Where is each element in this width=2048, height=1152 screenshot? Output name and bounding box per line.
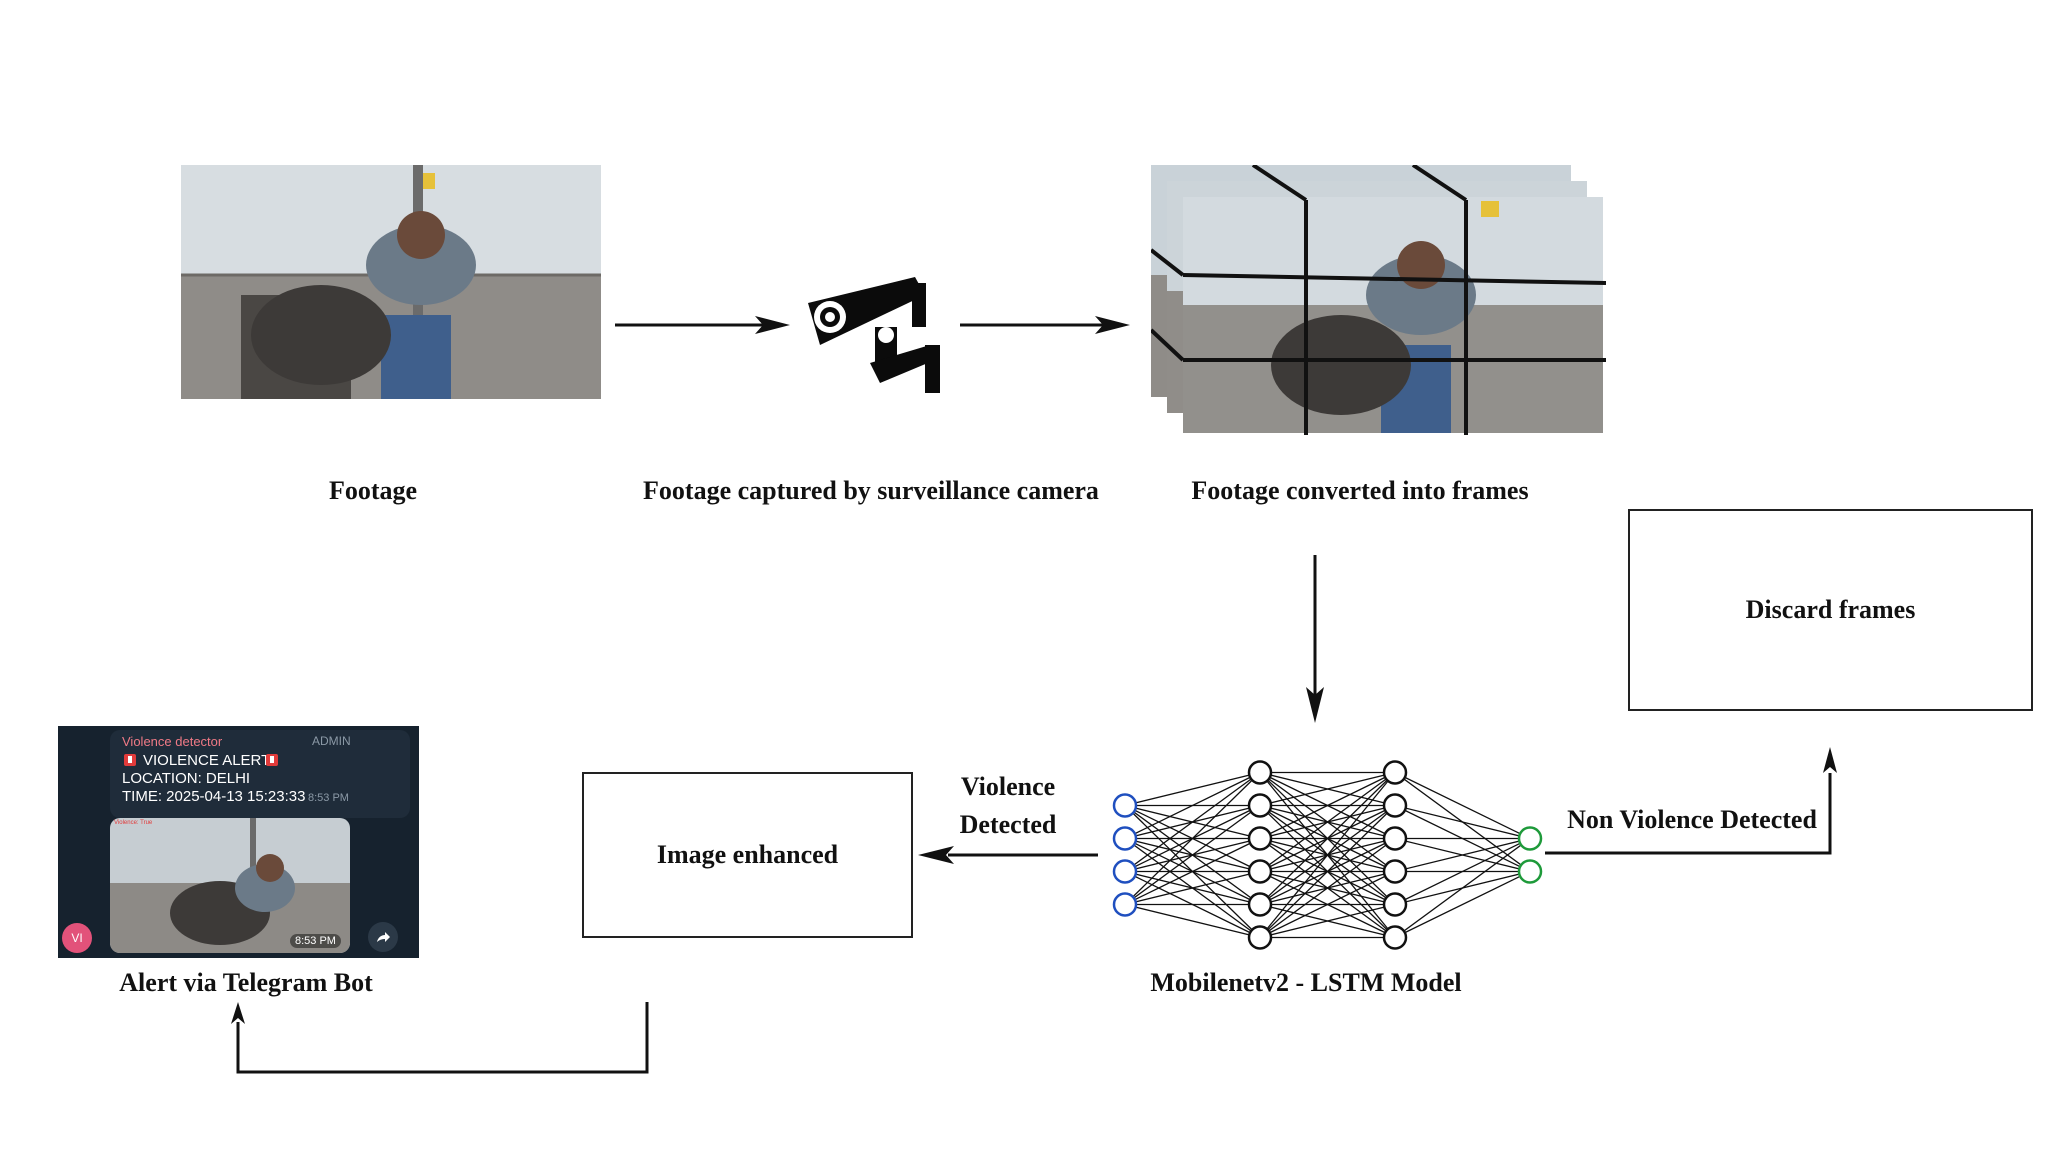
telegram-location: LOCATION: DELHI <box>122 770 251 787</box>
arrow-camera-to-frames <box>960 316 1130 334</box>
nn-input-node <box>1112 826 1138 851</box>
nn-output-node <box>1517 859 1543 884</box>
nn-edge <box>1394 804 1531 840</box>
nn-edge <box>1259 805 1396 938</box>
label-camera: Footage captured by surveillance camera <box>643 476 1099 505</box>
avatar-initials: VI <box>71 931 83 945</box>
arrow-model-to-enhanced <box>918 846 1098 864</box>
nn-hidden-node <box>1382 826 1408 851</box>
nn-hidden-node <box>1382 793 1408 818</box>
nn-hidden-node <box>1382 760 1408 785</box>
arrow-footage-to-camera <box>615 316 790 334</box>
nn-hidden-node <box>1247 826 1273 851</box>
telegram-video-time: 8:53 PM <box>290 934 341 948</box>
nn-hidden-node <box>1247 859 1273 884</box>
nn-edge <box>1259 772 1396 938</box>
telegram-message-time: 8:53 PM <box>308 792 349 804</box>
nn-edge <box>1124 870 1261 906</box>
label-frames: Footage converted into frames <box>1191 476 1529 505</box>
footage-image <box>181 165 601 399</box>
nn-edge <box>1124 772 1261 905</box>
label-footage: Footage <box>328 476 418 505</box>
nn-edge <box>1394 837 1531 873</box>
label-violence-detected-2: Detected <box>959 810 1057 839</box>
nn-edge <box>1259 771 1396 873</box>
alert-siren-icon <box>124 754 136 766</box>
nn-edge <box>1394 837 1531 939</box>
nn-hidden-node <box>1247 793 1273 818</box>
nn-hidden-node <box>1382 892 1408 917</box>
arrow-enhanced-to-alert <box>231 1002 649 1074</box>
nn-hidden-node <box>1247 892 1273 917</box>
telegram-role: ADMIN <box>312 734 351 748</box>
discard-frames-box: Discard frames <box>1628 509 2033 711</box>
nn-edge <box>1124 771 1261 873</box>
nn-edge <box>1124 804 1261 906</box>
share-button[interactable] <box>368 922 398 952</box>
nn-edge <box>1124 903 1261 939</box>
nn-edge <box>1259 771 1396 807</box>
telegram-video-thumbnail <box>110 818 350 953</box>
nn-edge <box>1124 771 1261 807</box>
nn-edge <box>1124 837 1261 906</box>
cctv-camera-icon <box>808 277 940 393</box>
share-icon <box>377 932 390 942</box>
nn-edge <box>1394 771 1531 840</box>
label-violence-detected-1: Violence <box>960 772 1056 801</box>
nn-edge <box>1259 837 1396 939</box>
nn-edge <box>1259 771 1396 840</box>
nn-edge <box>1259 870 1396 939</box>
label-model: Mobilenetv2 - LSTM Model <box>1150 968 1462 997</box>
label-non-violence-detected: Non Violence Detected <box>1567 805 1817 834</box>
image-enhanced-box: Image enhanced <box>582 772 913 938</box>
nn-input-node <box>1112 859 1138 884</box>
telegram-alert-title: VIOLENCE ALERT <box>143 752 271 769</box>
arrow-frames-to-model <box>1306 555 1324 723</box>
nn-output-node <box>1517 826 1543 851</box>
nn-input-node <box>1112 793 1138 818</box>
nn-hidden-node <box>1247 925 1273 950</box>
telegram-video-overlay: Violence: True <box>114 820 153 826</box>
neural-network-diagram <box>1112 760 1543 950</box>
arrow-model-to-discard <box>1545 747 1837 855</box>
telegram-alert-screenshot: Violence detector ADMIN VIOLENCE ALERT L… <box>58 726 419 958</box>
label-alert: Alert via Telegram Bot <box>119 968 373 997</box>
nn-hidden-node <box>1382 859 1408 884</box>
nn-input-node <box>1112 892 1138 917</box>
alert-siren-icon-right <box>266 754 278 766</box>
nn-edge <box>1259 903 1396 939</box>
nn-edge <box>1394 870 1531 939</box>
telegram-sender: Violence detector <box>122 734 223 749</box>
frames-stack-image <box>1151 165 1606 435</box>
telegram-time: TIME: 2025-04-13 15:23:33 <box>122 788 306 805</box>
nn-hidden-node <box>1247 760 1273 785</box>
nn-hidden-node <box>1382 925 1408 950</box>
nn-edge <box>1259 772 1396 905</box>
telegram-message-bubble <box>110 730 410 818</box>
avatar[interactable]: VI <box>62 923 92 953</box>
nn-edge <box>1394 837 1531 906</box>
nn-edge <box>1124 771 1261 840</box>
